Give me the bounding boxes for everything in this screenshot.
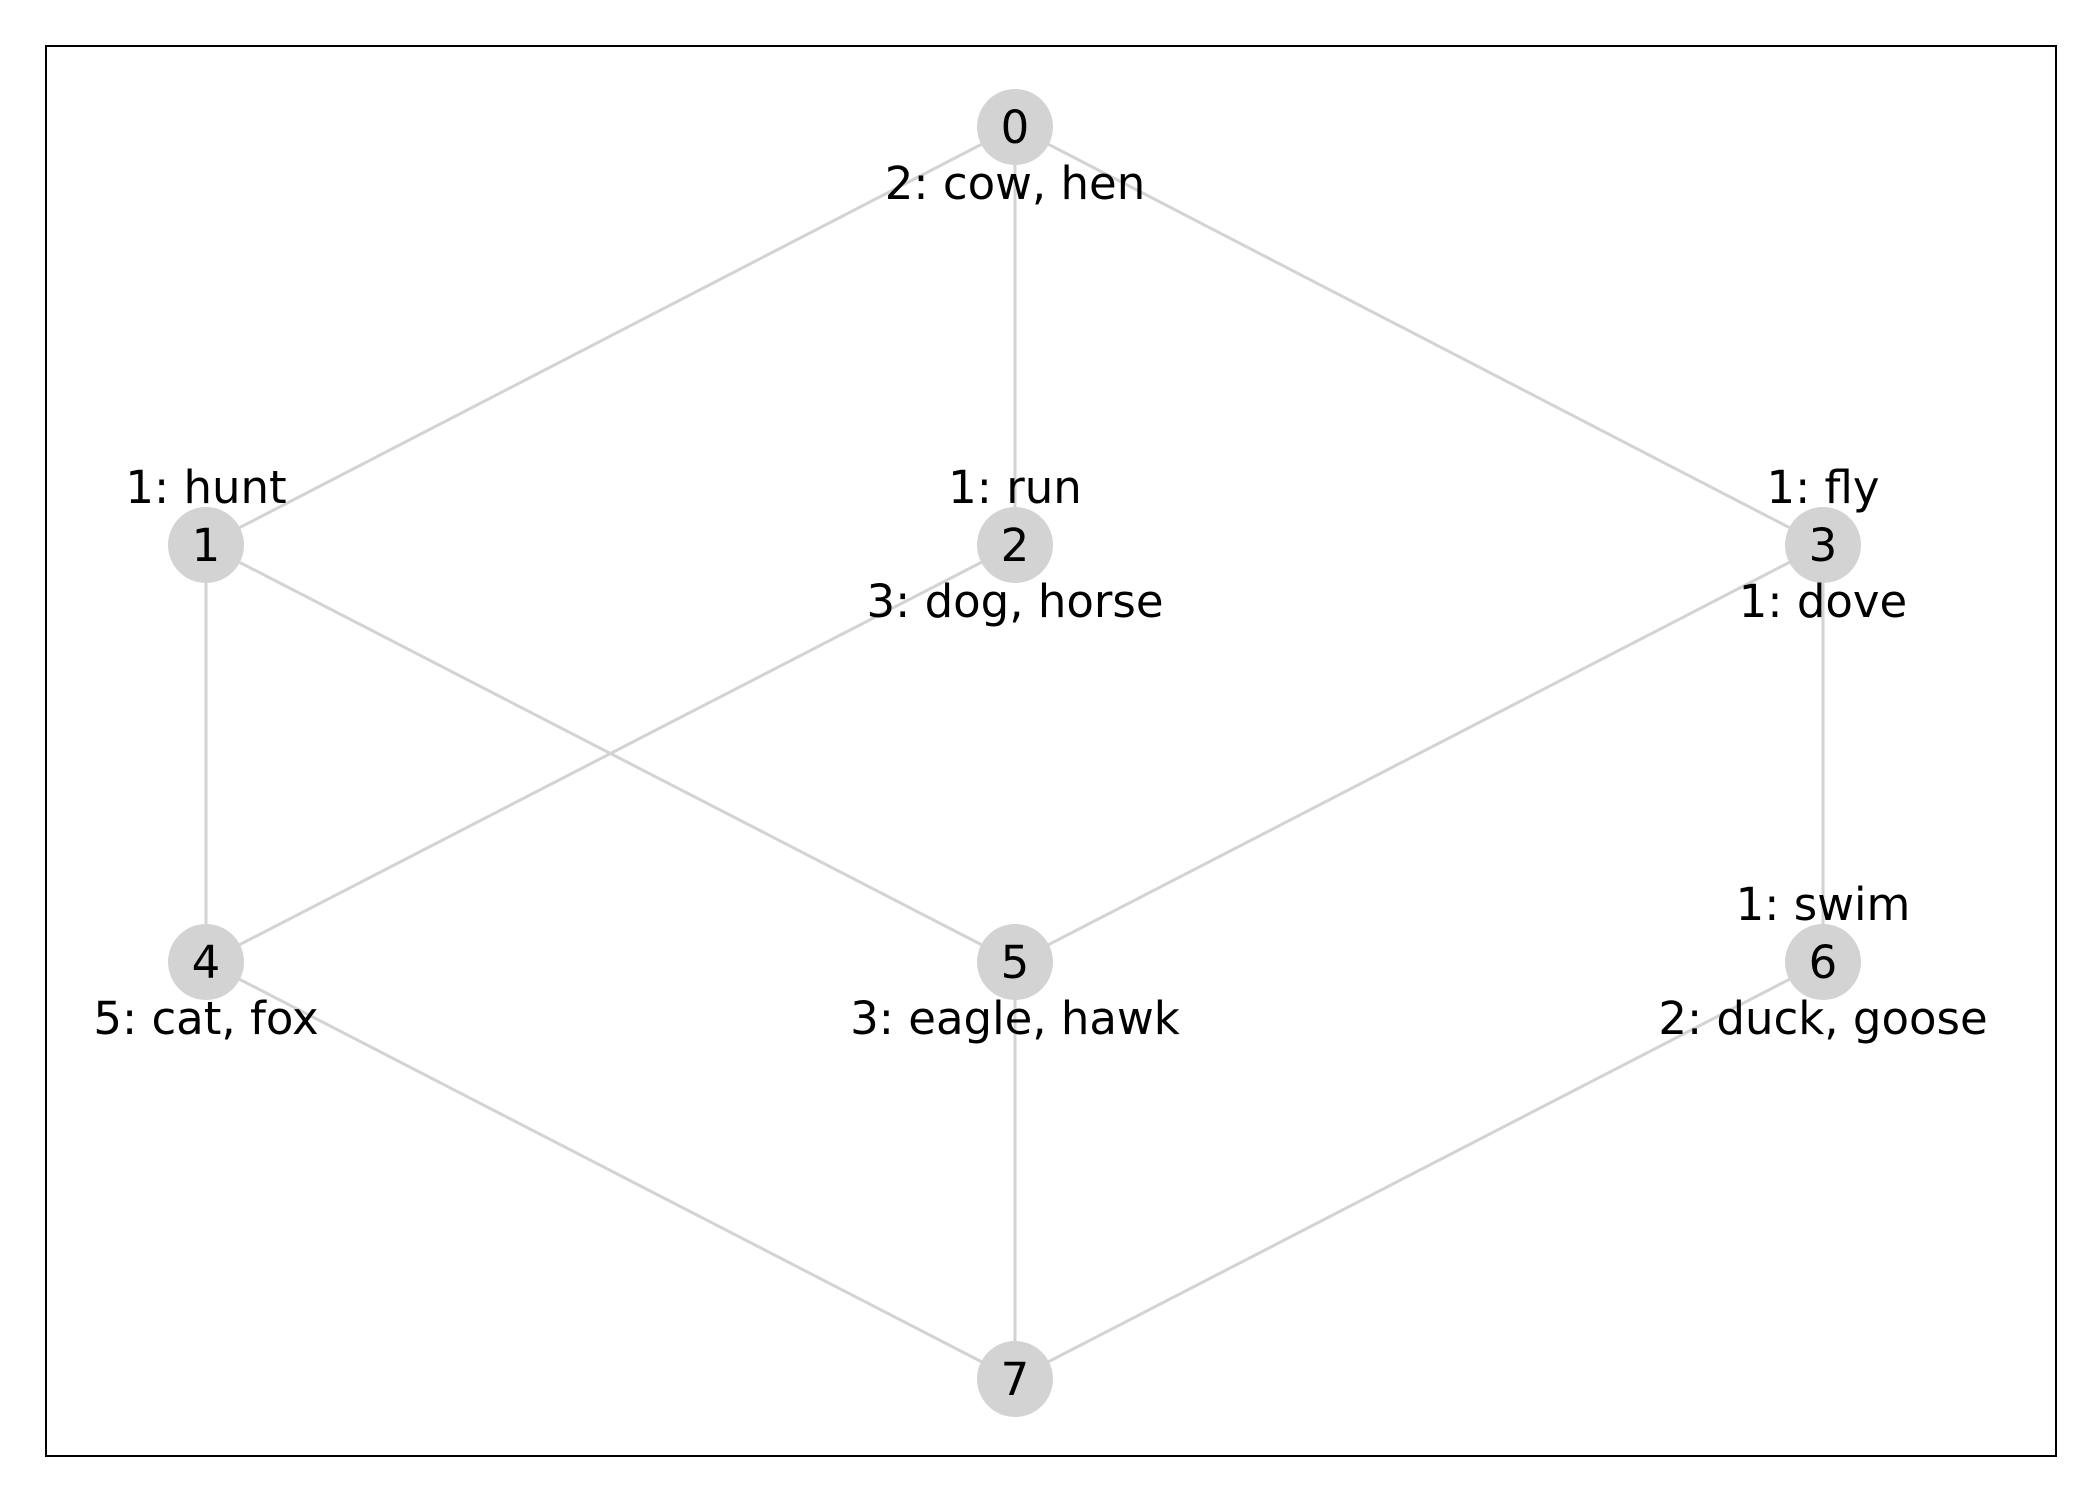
node-layer: 0 1 2 3 4 5 6 7 <box>168 89 1861 1417</box>
node-3-circle <box>1785 507 1861 583</box>
node-4-id: 4 <box>192 936 221 989</box>
edge-0-3 <box>1014 125 1824 547</box>
edge-4-7 <box>205 960 1016 1381</box>
diagram-frame <box>45 45 2057 1457</box>
node-4-object-label: 5: cat, fox <box>93 992 318 1045</box>
node-6-attribute-label: 1: swim <box>1736 878 1911 931</box>
node-3-attribute-label: 1: fly <box>1766 461 1879 514</box>
node-5-id: 5 <box>1001 936 1030 989</box>
edge-layer <box>204 125 1825 1381</box>
node-3-object-label: 1: dove <box>1739 575 1908 628</box>
node-6-object-label: 2: duck, goose <box>1658 992 1987 1045</box>
node-0-circle <box>977 89 1053 165</box>
node-6-id: 6 <box>1809 936 1838 989</box>
node-1-circle <box>168 507 244 583</box>
edge-2-4 <box>205 543 1016 964</box>
node-1-id: 1 <box>192 519 221 572</box>
node-5-circle <box>977 924 1053 1000</box>
node-0-object-label: 2: cow, hen <box>885 157 1146 210</box>
node-4-circle <box>168 924 244 1000</box>
node-5-object-label: 3: eagle, hawk <box>850 992 1180 1045</box>
node-7-id: 7 <box>1001 1353 1030 1406</box>
edge-6-7 <box>1014 960 1824 1381</box>
node-0-id: 0 <box>1001 101 1030 154</box>
node-1-attribute-label: 1: hunt <box>125 461 286 514</box>
edge-0-1 <box>205 125 1016 547</box>
node-3-id: 3 <box>1809 519 1838 572</box>
node-2-object-label: 3: dog, horse <box>866 575 1163 628</box>
label-layer: 2: cow, hen 1: hunt 1: run 3: dog, horse 1: … <box>93 157 1987 1045</box>
node-2-id: 2 <box>1001 519 1030 572</box>
edge-3-5 <box>1014 543 1824 964</box>
node-7-circle <box>977 1341 1053 1417</box>
node-2-attribute-label: 1: run <box>948 461 1082 514</box>
node-2-circle <box>977 507 1053 583</box>
node-6-circle <box>1785 924 1861 1000</box>
